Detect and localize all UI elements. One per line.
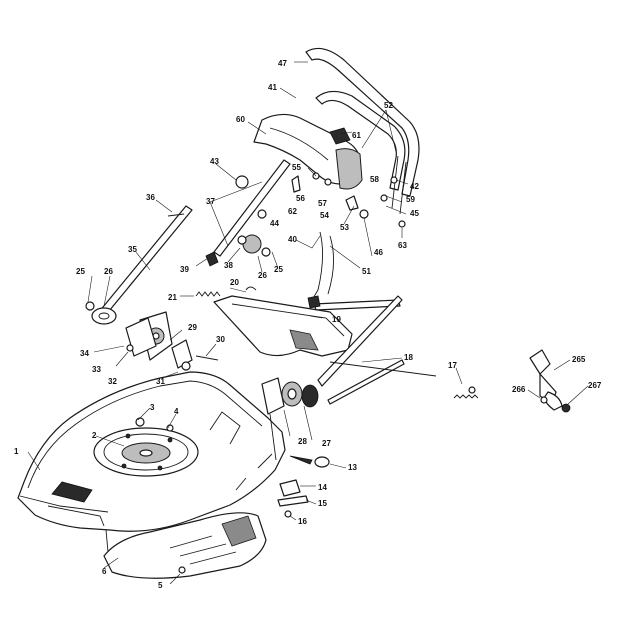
label-part-63: 63 [398, 241, 407, 250]
label-part-35: 35 [128, 245, 137, 254]
label-part-44: 44 [270, 219, 279, 228]
label-part-29: 29 [188, 323, 197, 332]
label-part-47: 47 [278, 59, 287, 68]
spring-21 [195, 291, 221, 297]
label-part-6: 6 [102, 567, 107, 576]
label-part-34: 34 [80, 349, 89, 358]
label-part-5: 5 [158, 581, 163, 590]
label-part-19: 19 [332, 315, 341, 324]
label-part-17: 17 [448, 361, 457, 370]
control-bar [253, 113, 363, 190]
label-part-20: 20 [230, 278, 239, 287]
label-part-37: 37 [206, 197, 215, 206]
label-part-14: 14 [318, 483, 327, 492]
label-part-43: 43 [210, 157, 219, 166]
label-part-40: 40 [288, 235, 297, 244]
lower-handle-rods [93, 159, 401, 323]
label-part-46: 46 [374, 248, 383, 257]
label-part-25a: 25 [76, 267, 85, 276]
label-part-32: 32 [108, 377, 117, 386]
label-part-55: 55 [292, 163, 301, 172]
label-part-16: 16 [298, 517, 307, 526]
label-part-26b: 26 [258, 271, 267, 280]
label-part-15: 15 [318, 499, 327, 508]
leader-lines [27, 61, 589, 585]
label-part-59: 59 [406, 195, 415, 204]
axle-rod [329, 361, 437, 377]
label-part-31: 31 [156, 377, 165, 386]
label-part-267: 267 [588, 381, 602, 390]
label-part-266: 266 [512, 385, 526, 394]
label-part-52: 52 [384, 101, 393, 110]
label-part-18: 18 [404, 353, 413, 362]
label-part-53: 53 [340, 223, 349, 232]
rear-guard [103, 512, 267, 579]
label-part-25b: 25 [274, 265, 283, 274]
label-part-51: 51 [362, 267, 371, 276]
label-part-61: 61 [352, 131, 361, 140]
label-part-33: 33 [92, 365, 101, 374]
label-part-45: 45 [410, 209, 419, 218]
spring-17 [453, 394, 479, 399]
label-part-62: 62 [288, 207, 297, 216]
lever-assembly [529, 349, 571, 413]
label-part-56: 56 [296, 194, 305, 203]
label-part-38: 38 [224, 261, 233, 270]
label-part-36: 36 [146, 193, 155, 202]
label-part-42: 42 [410, 182, 419, 191]
part-labels: 47 41 52 60 61 43 42 55 58 56 57 59 36 3… [14, 59, 602, 590]
label-part-58: 58 [370, 175, 379, 184]
label-part-54: 54 [320, 211, 329, 220]
label-part-39: 39 [180, 265, 189, 274]
label-part-27: 27 [322, 439, 331, 448]
label-part-26a: 26 [104, 267, 113, 276]
label-part-41: 41 [268, 83, 277, 92]
label-part-30: 30 [216, 335, 225, 344]
rear-cover [213, 295, 353, 357]
mower-deck [17, 371, 286, 532]
left-bracket [91, 307, 193, 369]
label-part-21: 21 [168, 293, 177, 302]
cables [307, 231, 334, 309]
label-part-13: 13 [348, 463, 357, 472]
label-part-2: 2 [92, 431, 97, 440]
label-part-28: 28 [298, 437, 307, 446]
label-part-265: 265 [572, 355, 586, 364]
small-hardware [85, 172, 476, 574]
label-part-3: 3 [150, 403, 155, 412]
label-part-57: 57 [318, 199, 327, 208]
label-part-4: 4 [174, 407, 179, 416]
label-part-60: 60 [236, 115, 245, 124]
label-part-1: 1 [14, 447, 19, 456]
